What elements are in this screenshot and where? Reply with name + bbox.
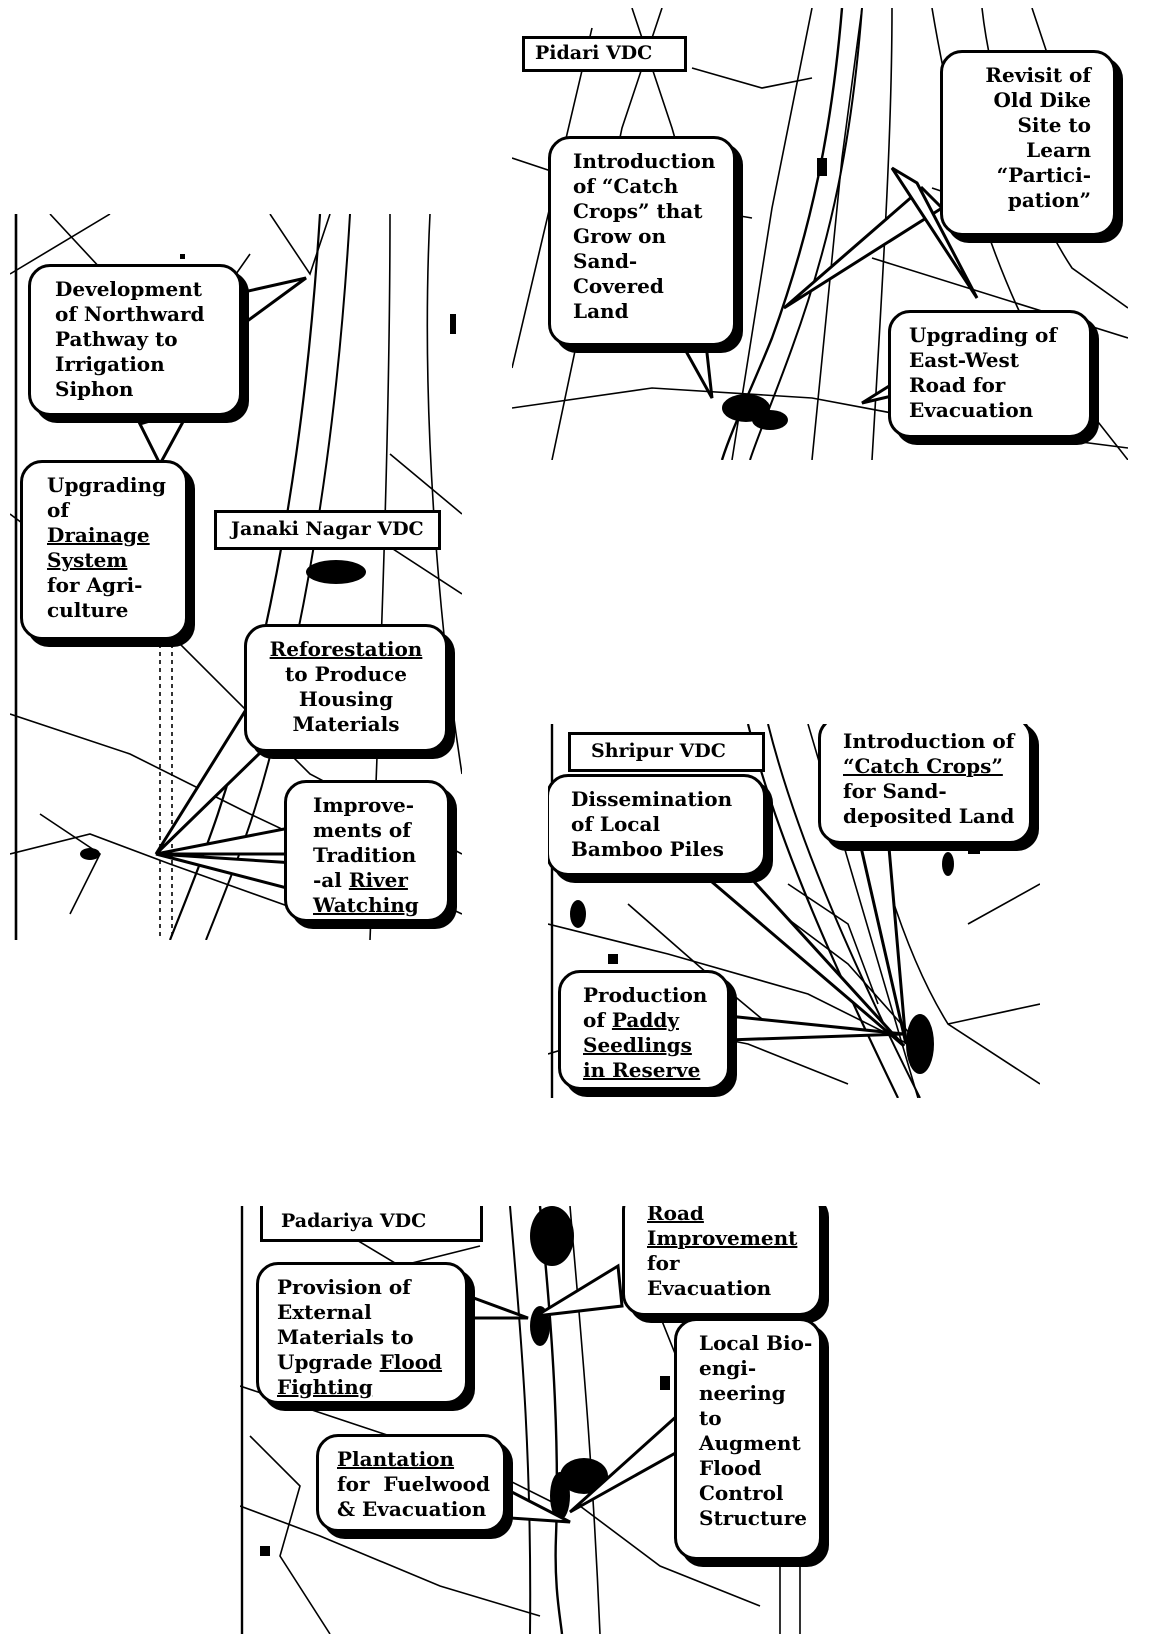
- callout-line: Land: [573, 299, 629, 323]
- callout-line: for Agri-: [47, 573, 143, 597]
- callout-line: System: [47, 548, 128, 572]
- callout-line: Local Bio-: [699, 1331, 813, 1355]
- callout-line: Provision of: [277, 1275, 411, 1299]
- callout-line: for Fuelwood: [337, 1472, 490, 1496]
- callout-text: Flood: [379, 1350, 443, 1374]
- callout-line: of Paddy: [583, 1008, 715, 1033]
- callout-line: Materials: [292, 712, 400, 736]
- callout-line: Bamboo Piles: [571, 837, 724, 861]
- callout-line: engi-: [699, 1356, 757, 1380]
- pidari-vdc-label: Pidari VDC: [522, 36, 688, 72]
- callout-text: River: [348, 868, 408, 892]
- callout-line: Upgrading of: [909, 323, 1057, 347]
- callout-line: Watching: [313, 893, 419, 917]
- callout-line: Crops” that: [573, 199, 703, 223]
- callout-line: East-West: [909, 348, 1019, 372]
- northward-pathway-callout: Development of Northward Pathway to Irri…: [28, 264, 242, 416]
- callout-line: Flood: [699, 1456, 762, 1480]
- catch-crops-sand-deposited-callout: Introduction of “Catch Crops” for Sand- …: [818, 724, 1032, 844]
- callout-text: Upgrade: [277, 1350, 380, 1374]
- padariya-vdc-label: Padariya VDC: [260, 1206, 484, 1242]
- callout-line: Dissemination: [571, 787, 733, 811]
- janaki-nagar-map-panel: Janaki Nagar VDC Development of Northwar…: [10, 214, 462, 940]
- callout-line: Site to: [1017, 113, 1091, 137]
- callout-line: of “Catch: [573, 174, 679, 198]
- callout-line: Upgrade Flood: [277, 1350, 453, 1375]
- callout-line: Introduction of: [843, 729, 1015, 753]
- callout-line: Improve-: [313, 793, 415, 817]
- callout-line: Upgrading: [47, 473, 167, 497]
- callout-line: of Northward: [55, 302, 205, 326]
- callout-line: Road for: [909, 373, 1006, 397]
- callout-line: of Local: [571, 812, 661, 836]
- callout-text: Paddy: [611, 1008, 679, 1032]
- callout-line: Learn: [1026, 138, 1091, 162]
- callout-line: pation”: [1007, 188, 1091, 212]
- callout-line: & Evacuation: [337, 1497, 487, 1521]
- callout-line: Old Dike: [993, 88, 1092, 112]
- callout-line: Revisit of: [985, 63, 1091, 87]
- callout-line: Road: [647, 1206, 704, 1225]
- callout-line: Sand-: [573, 249, 638, 273]
- revisit-old-dike-callout: Revisit of Old Dike Site to Learn “Parti…: [940, 50, 1116, 236]
- callout-line: Reforestation: [269, 637, 423, 661]
- callout-line: External: [277, 1300, 372, 1324]
- callout-line: Improvement: [647, 1226, 798, 1250]
- pidari-map-panel: Pidari VDC Revisit of Old Dike Site to L…: [512, 8, 1128, 460]
- callout-line: Evacuation: [909, 398, 1034, 422]
- callout-line: to Produce: [285, 662, 407, 686]
- callout-line: Grow on: [573, 224, 667, 248]
- drainage-system-callout: Upgrading of Drainage System for Agri- c…: [20, 460, 188, 640]
- callout-text: of: [583, 1008, 612, 1032]
- callout-line: for Sand-: [843, 779, 947, 803]
- callout-line: to: [699, 1406, 722, 1430]
- bioengineering-callout: Local Bio- engi- neering to Augment Floo…: [674, 1318, 822, 1560]
- callout-line: Production: [583, 983, 708, 1007]
- callout-line: Drainage: [47, 523, 150, 547]
- callout-line: Covered: [573, 274, 664, 298]
- callout-line: Control: [699, 1481, 784, 1505]
- road-improvement-callout: Road Improvement for Evacuation: [622, 1206, 822, 1316]
- padariya-map-panel: Padariya VDC Road Improvement for Evacua…: [240, 1206, 856, 1634]
- callout-line: culture: [47, 598, 129, 622]
- callout-line: Seedlings: [583, 1033, 692, 1057]
- callout-line: deposited Land: [843, 804, 1015, 828]
- callout-line: Introduction: [573, 149, 716, 173]
- shripur-vdc-label: Shripur VDC: [568, 732, 765, 772]
- callout-line: “Partici-: [996, 163, 1091, 187]
- east-west-road-callout: Upgrading of East-West Road for Evacuati…: [888, 310, 1092, 438]
- callout-line: Evacuation: [647, 1276, 772, 1300]
- callout-line: in Reserve: [583, 1058, 701, 1082]
- callout-line: -al River: [313, 868, 435, 893]
- external-materials-flood-fighting-callout: Provision of External Materials to Upgra…: [256, 1262, 468, 1404]
- callout-line: Development: [55, 277, 203, 301]
- catch-crops-sand-callout: Introduction of “Catch Crops” that Grow …: [548, 136, 736, 346]
- callout-line: Plantation: [337, 1447, 455, 1471]
- callout-line: neering: [699, 1381, 786, 1405]
- callout-line: Augment: [699, 1431, 801, 1455]
- bamboo-piles-callout: Dissemination of Local Bamboo Piles: [548, 774, 766, 876]
- callout-line: for: [647, 1251, 680, 1275]
- callout-line: “Catch Crops”: [843, 754, 1003, 778]
- paddy-seedlings-callout: Production of Paddy Seedlings in Reserve: [558, 970, 730, 1090]
- callout-line: Fighting: [277, 1375, 373, 1399]
- callout-line: Tradition: [313, 843, 417, 867]
- callout-line: ments of: [313, 818, 411, 842]
- callout-line: Siphon: [55, 377, 134, 401]
- callout-line: Materials to: [277, 1325, 414, 1349]
- callout-line: Irrigation: [55, 352, 165, 376]
- callout-line: Housing: [298, 687, 394, 711]
- callout-line: Pathway to: [55, 327, 178, 351]
- janaki-nagar-vdc-label: Janaki Nagar VDC: [214, 510, 441, 550]
- river-watching-callout: Improve- ments of Tradition -al River Wa…: [284, 780, 450, 922]
- callout-text: -al: [313, 868, 349, 892]
- callout-line: of: [47, 498, 69, 522]
- shripur-map-panel: Shripur VDC Dissemination of Local Bambo…: [548, 724, 1040, 1098]
- reforestation-callout: Reforestation to Produce Housing Materia…: [244, 624, 448, 752]
- plantation-fuelwood-callout: Plantation for Fuelwood & Evacuation: [316, 1434, 506, 1532]
- callout-line: Structure: [699, 1506, 807, 1530]
